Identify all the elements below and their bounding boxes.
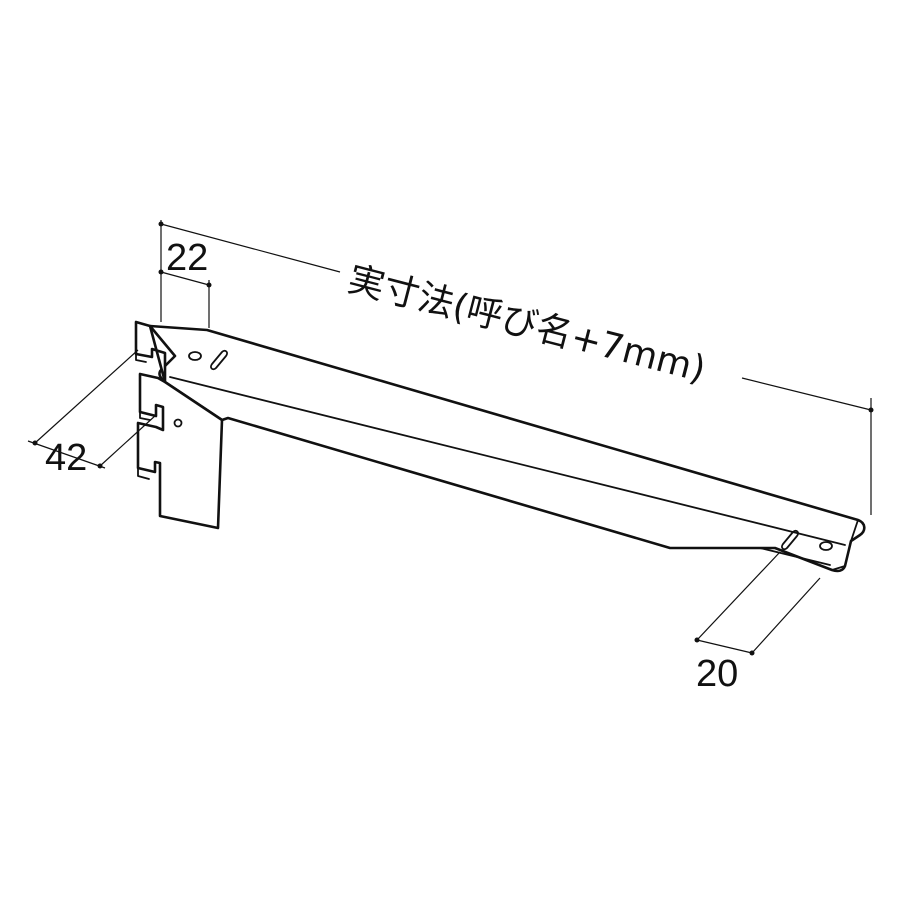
dimension-label-overall-length: 実寸法(呼び名+7mm) [344,259,710,391]
bracket-end-fold [831,519,859,571]
bracket-hook-middle [139,404,157,421]
shelf-bracket [134,320,866,573]
dimension-label-height: 42 [45,437,87,479]
screw-hole-left [188,351,202,361]
dimension-label-top-width: 22 [166,237,208,279]
bracket-top-inner-edge [169,376,846,546]
bracket-hook-lower [137,461,156,480]
dimension-height: 42 [27,349,157,479]
dimension-label-end-width: 20 [696,653,738,695]
bracket-front-edge [227,417,831,566]
bracket-hook-upper [135,348,153,363]
slot-hole-right [781,529,799,551]
dimension-end-width: 20 [694,551,821,695]
screw-hole-right [819,541,833,551]
bracket-top-flange [148,324,866,573]
plate-hole [173,418,183,428]
slot-hole-left [210,349,228,371]
dimension-top-width: 22 [158,220,212,328]
